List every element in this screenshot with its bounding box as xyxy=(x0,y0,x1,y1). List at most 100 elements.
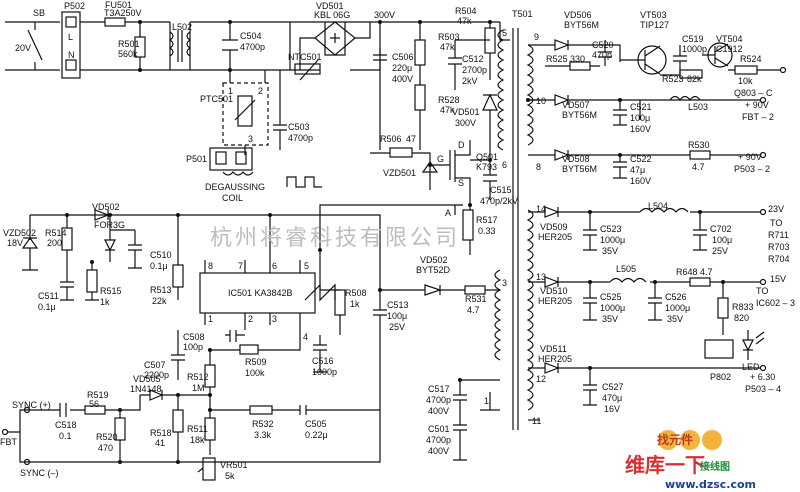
label-r520-val: 470 xyxy=(98,443,113,453)
label-vd501: VD501 xyxy=(316,1,344,11)
label-pin14: 14 xyxy=(536,204,546,214)
label-vd501-val: KBL 06G xyxy=(314,10,350,20)
label-pin-s: S xyxy=(458,178,464,188)
label-c526-val1: 1000μ xyxy=(665,303,690,313)
label-c523-val2: 35V xyxy=(602,246,618,256)
label-ptc-pin1: 1 xyxy=(228,86,233,96)
label-p503-4: P503 – 4 xyxy=(745,384,781,394)
label-pin9: 9 xyxy=(534,32,539,42)
label-vzd502: VZD502 xyxy=(3,228,36,238)
label-vd506-val: BYT56M xyxy=(564,20,599,30)
label-vd505: VD505 xyxy=(133,374,161,384)
label-c519-val: 1000p xyxy=(682,44,707,54)
label-pin3: 3 xyxy=(502,278,507,288)
logo-mid: 维库一下 xyxy=(625,453,705,477)
label-c526: C526 xyxy=(665,292,687,302)
label-ic-p3: 3 xyxy=(272,314,277,324)
label-c527-val1: 470μ xyxy=(602,393,622,403)
label-c506: C506 xyxy=(392,52,414,62)
label-vd502b: VD502 xyxy=(420,255,448,265)
label-c504-val: 4700p xyxy=(240,42,265,52)
label-c504: C504 xyxy=(240,31,262,41)
component-labels: SB P502 FU501 T3A250V 20V L N R501 560k … xyxy=(0,0,795,481)
label-vr501-val: 5k xyxy=(225,471,235,481)
label-c505-val: 0.22μ xyxy=(305,430,328,440)
label-300v: 300V xyxy=(374,10,395,20)
label-r506: R506 xyxy=(380,134,402,144)
label-ic-p4: 4 xyxy=(303,332,308,342)
label-r528-val: 47k xyxy=(440,105,455,115)
label-vd509-val: HER205 xyxy=(538,232,572,242)
label-c523-val1: 1000μ xyxy=(600,235,625,245)
label-vt503: VT503 xyxy=(640,10,667,20)
label-c506-val1: 220μ xyxy=(392,63,412,73)
label-r518: R518 xyxy=(150,428,172,438)
label-c523: C523 xyxy=(600,224,622,234)
label-ac-in: 20V xyxy=(15,43,31,53)
label-c520: C520 xyxy=(592,40,614,50)
label-fbt2: FBT – 2 xyxy=(742,112,774,122)
site-logo: 找元件 维库一下 接线图 www.dzsc.com xyxy=(625,430,756,491)
label-out23: 23V xyxy=(768,204,784,214)
label-l502: L502 xyxy=(172,22,192,32)
label-c516-val: 1000p xyxy=(312,367,337,377)
label-sync-p: SYNC (+) xyxy=(12,400,51,410)
label-pin-l: L xyxy=(68,32,73,42)
label-pin5: 5 xyxy=(502,28,507,38)
label-c513-val1: 100μ xyxy=(387,311,407,321)
label-r525-val: 330 xyxy=(570,54,585,64)
label-r531-val: 4.7 xyxy=(467,305,480,315)
label-vd510-val: HER205 xyxy=(538,296,572,306)
label-r501: R501 xyxy=(118,39,140,49)
label-c518-val: 0.1 xyxy=(59,431,72,441)
label-c515-val: 470p/2kV xyxy=(480,196,518,206)
label-c518: C518 xyxy=(55,420,77,430)
label-r503: R503 xyxy=(438,32,460,42)
label-c510: C510 xyxy=(150,250,172,260)
label-vd511: VD511 xyxy=(540,344,567,354)
label-out90-2: + 90V xyxy=(738,152,762,162)
label-c501-val1: 4700p xyxy=(426,435,451,445)
label-r514: R514 xyxy=(45,228,67,238)
label-r528: R528 xyxy=(438,95,460,105)
label-c520-val: 470p xyxy=(592,50,612,60)
label-c702-val2: 25V xyxy=(712,246,728,256)
label-to-r711: TO xyxy=(770,218,782,228)
output-terminals xyxy=(1,66,787,466)
label-c507-val: 2200p xyxy=(144,370,169,380)
label-c513: C513 xyxy=(387,300,409,310)
label-ic602: IC602 – 3 xyxy=(756,298,795,308)
label-c525: C525 xyxy=(600,292,622,302)
label-c512-val2: 2kV xyxy=(462,76,478,86)
label-c521-val2: 160V xyxy=(630,124,651,134)
label-r511-val: 18k xyxy=(190,435,205,445)
label-c503-val: 4700p xyxy=(288,133,313,143)
label-vd506: VD506 xyxy=(564,10,592,20)
label-r530: R530 xyxy=(688,140,710,150)
label-ptc501: PTC501 xyxy=(200,94,233,104)
label-c521-val1: 100μ xyxy=(630,113,650,123)
label-r524-val: 10k xyxy=(738,76,753,86)
label-pin12: 12 xyxy=(536,374,546,384)
label-r532-val: 3.3k xyxy=(254,430,272,440)
label-c508-val: 100p xyxy=(183,342,203,352)
label-r524: R524 xyxy=(740,54,762,64)
label-r512: R512 xyxy=(187,372,209,382)
label-sync-m: SYNC (–) xyxy=(20,468,59,478)
label-l504: L504 xyxy=(648,201,668,211)
label-r711: R711 xyxy=(768,230,789,240)
label-r833-val: 820 xyxy=(734,313,749,323)
label-out630: + 6.30 xyxy=(750,372,775,382)
label-p502: P502 xyxy=(64,1,85,11)
label-l503: L503 xyxy=(688,102,708,112)
label-r648-val: 4.7 xyxy=(700,267,713,277)
label-c525-val2: 35V xyxy=(602,314,618,324)
label-fu501: FU501 xyxy=(105,0,132,10)
label-vd501b: VD501 xyxy=(452,107,480,117)
label-vzd502-val: 18V xyxy=(7,238,23,248)
label-r648: R648 xyxy=(676,267,698,277)
label-vd501b-val: 300V xyxy=(455,118,476,128)
label-pin8: 8 xyxy=(536,162,541,172)
label-c505: C505 xyxy=(305,419,327,429)
